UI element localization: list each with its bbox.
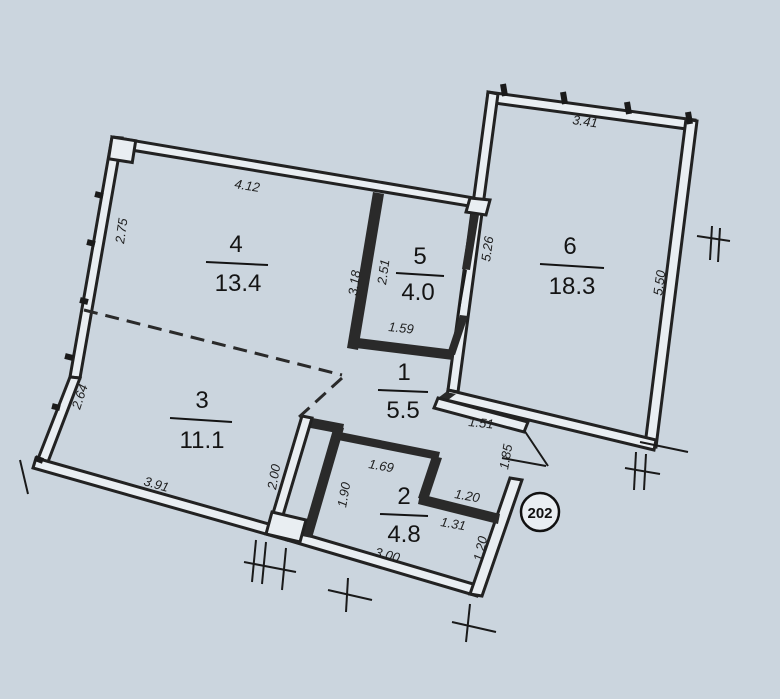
svg-text:5.5: 5.5	[386, 397, 419, 424]
dim-2-00: 2.00	[264, 462, 283, 491]
wall-corridor-to-room2	[431, 396, 531, 434]
dim-3-41: 3.41	[572, 112, 599, 130]
svg-text:202: 202	[527, 505, 552, 522]
dim-1-20-b: 1.20	[470, 534, 490, 563]
room-label-3: 3 11.1	[169, 387, 233, 454]
dim-1-20-a: 1.20	[453, 486, 481, 505]
dim-1-85: 1.85	[496, 442, 515, 470]
svg-text:4.0: 4.0	[401, 279, 434, 306]
partition-room5-right-a	[462, 214, 479, 270]
svg-text:5: 5	[413, 243, 426, 270]
dim-1-69: 1.69	[367, 456, 395, 475]
extension-mark	[451, 621, 497, 633]
window-mark	[560, 91, 568, 105]
dim-2-51: 2.51	[374, 258, 393, 286]
wall-junction	[464, 196, 492, 217]
svg-text:4.8: 4.8	[387, 521, 420, 548]
dim-1-51: 1.51	[468, 414, 495, 432]
partition-room2-inner-left	[302, 426, 344, 538]
dim-1-31: 1.31	[439, 514, 467, 533]
door-room5	[457, 269, 467, 317]
partition-room2-step	[418, 456, 442, 500]
extension-mark	[624, 467, 661, 475]
dim-4-12: 4.12	[234, 176, 262, 195]
dim-1-90: 1.90	[334, 480, 353, 508]
partition-room2-top	[338, 432, 440, 460]
window-mark	[79, 297, 89, 305]
extension-mark	[281, 547, 287, 591]
window-mark	[685, 111, 693, 125]
extension-mark	[345, 577, 349, 613]
window-mark	[86, 239, 96, 247]
wall-box-room3	[264, 510, 308, 544]
extension-mark	[717, 227, 721, 263]
room-label-5: 5 4.0	[395, 243, 445, 306]
wall-right-room2	[468, 476, 524, 598]
extension-mark	[327, 589, 373, 601]
wall-corner	[106, 135, 138, 165]
window-mark	[624, 101, 632, 115]
window-mark	[94, 191, 104, 199]
svg-text:6: 6	[563, 233, 576, 260]
svg-text:13.4: 13.4	[215, 270, 262, 297]
zone-divider-room3-room4	[83, 308, 343, 377]
svg-text:18.3: 18.3	[549, 273, 596, 300]
dim-2-75: 2.75	[112, 217, 131, 246]
extension-mark	[639, 441, 689, 453]
partition-room5-right-b	[447, 315, 468, 355]
dim-1-59: 1.59	[388, 319, 415, 337]
extension-mark	[709, 225, 713, 261]
window-mark	[64, 353, 74, 361]
apartment-number-badge: 202	[519, 491, 561, 533]
extension-mark	[465, 603, 471, 643]
room-label-1: 1 5.5	[377, 359, 429, 424]
dim-3-00: 3.00	[373, 544, 402, 565]
zone-divider-room1	[296, 376, 344, 420]
room-label-6: 6 18.3	[539, 233, 605, 300]
extension-mark	[19, 459, 29, 495]
partition-room5-bottom	[356, 338, 455, 360]
extension-mark	[696, 235, 731, 242]
extension-mark	[523, 429, 549, 467]
room-label-2: 2 4.8	[379, 483, 429, 548]
window-mark	[51, 403, 61, 411]
extension-mark	[243, 561, 297, 573]
svg-text:4: 4	[229, 231, 242, 258]
extension-mark	[633, 451, 637, 491]
svg-text:3: 3	[195, 387, 208, 414]
dim-5-50: 5.50	[650, 269, 668, 297]
extension-mark	[261, 541, 267, 585]
dim-5-26: 5.26	[478, 235, 496, 263]
extension-mark	[643, 453, 647, 491]
room-label-4: 4 13.4	[205, 231, 269, 297]
window-mark	[33, 455, 45, 464]
dim-3-91: 3.91	[142, 473, 170, 494]
dim-3-18: 3.18	[345, 269, 363, 297]
extension-mark	[251, 539, 257, 583]
svg-text:1: 1	[397, 359, 410, 386]
svg-text:11.1: 11.1	[180, 427, 225, 454]
extension-mark	[501, 457, 547, 467]
partition-room2-step-bottom	[418, 494, 500, 524]
svg-text:2: 2	[397, 483, 410, 510]
window-mark	[500, 83, 508, 97]
partition-room5-left	[347, 192, 384, 350]
